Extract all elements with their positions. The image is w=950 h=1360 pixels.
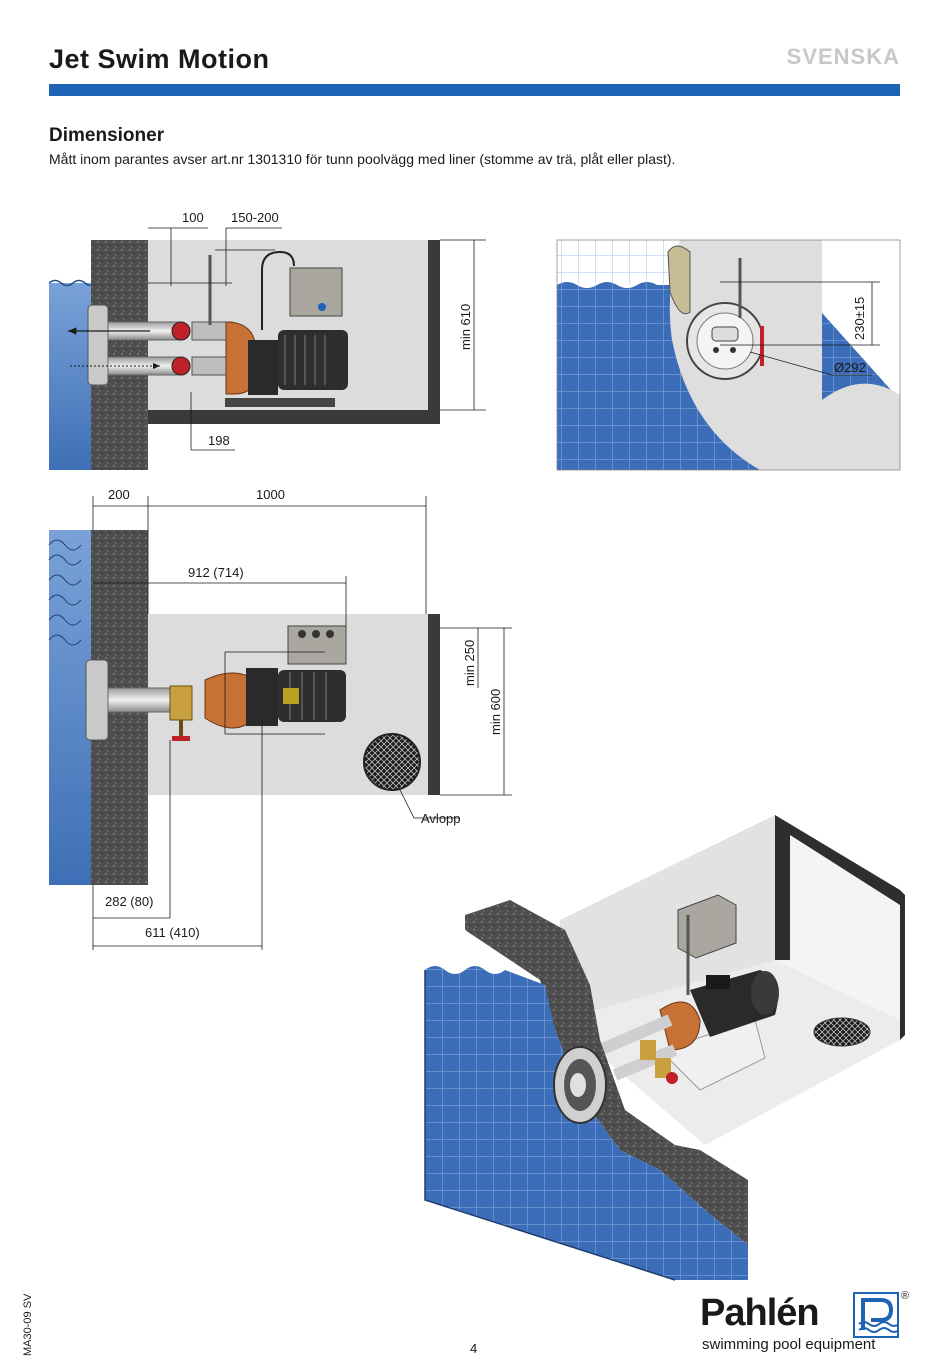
isometric-view <box>424 815 905 1281</box>
dim-1000: 1000 <box>256 487 285 502</box>
front-view: 230±15 Ø292 <box>556 239 901 471</box>
dim-100: 100 <box>182 210 204 225</box>
drain-label: Avlopp <box>421 811 461 826</box>
brand-tagline: swimming pool equipment <box>702 1336 876 1353</box>
brand-logo: Pahlén ® swimming pool equipment <box>700 1290 915 1355</box>
page-number: 4 <box>470 1341 478 1356</box>
language-label: SVENSKA <box>786 44 900 69</box>
dim-min-600: min 600 <box>488 689 503 735</box>
dim-282: 282 (80) <box>105 894 153 909</box>
brand-name: Pahlén <box>700 1292 820 1334</box>
top-view: 100 150-200 198 min 610 <box>48 210 486 470</box>
section-heading: Dimensioner <box>49 125 165 146</box>
dim-min-610: min 610 <box>458 304 473 350</box>
dim-230: 230±15 <box>852 297 867 340</box>
dim-912: 912 (714) <box>188 565 244 580</box>
header-rule <box>49 84 900 96</box>
dim-198: 198 <box>208 433 230 448</box>
page-title: Jet Swim Motion <box>49 44 270 74</box>
dim-150-200: 150-200 <box>231 210 279 225</box>
registered-mark: ® <box>901 1290 910 1302</box>
document-id: MA30-09 SV <box>22 1293 34 1356</box>
section-intro: Mått inom parantes avser art.nr 1301310 … <box>49 151 676 167</box>
brand-mark-icon <box>853 1292 899 1338</box>
dim-611: 611 (410) <box>145 925 200 940</box>
dim-200: 200 <box>108 487 130 502</box>
side-view: 200 1000 912 (714) min 250 min 600 Avlop… <box>48 487 512 950</box>
dim-292: Ø292 <box>834 360 866 375</box>
dim-min-250: min 250 <box>462 640 477 686</box>
